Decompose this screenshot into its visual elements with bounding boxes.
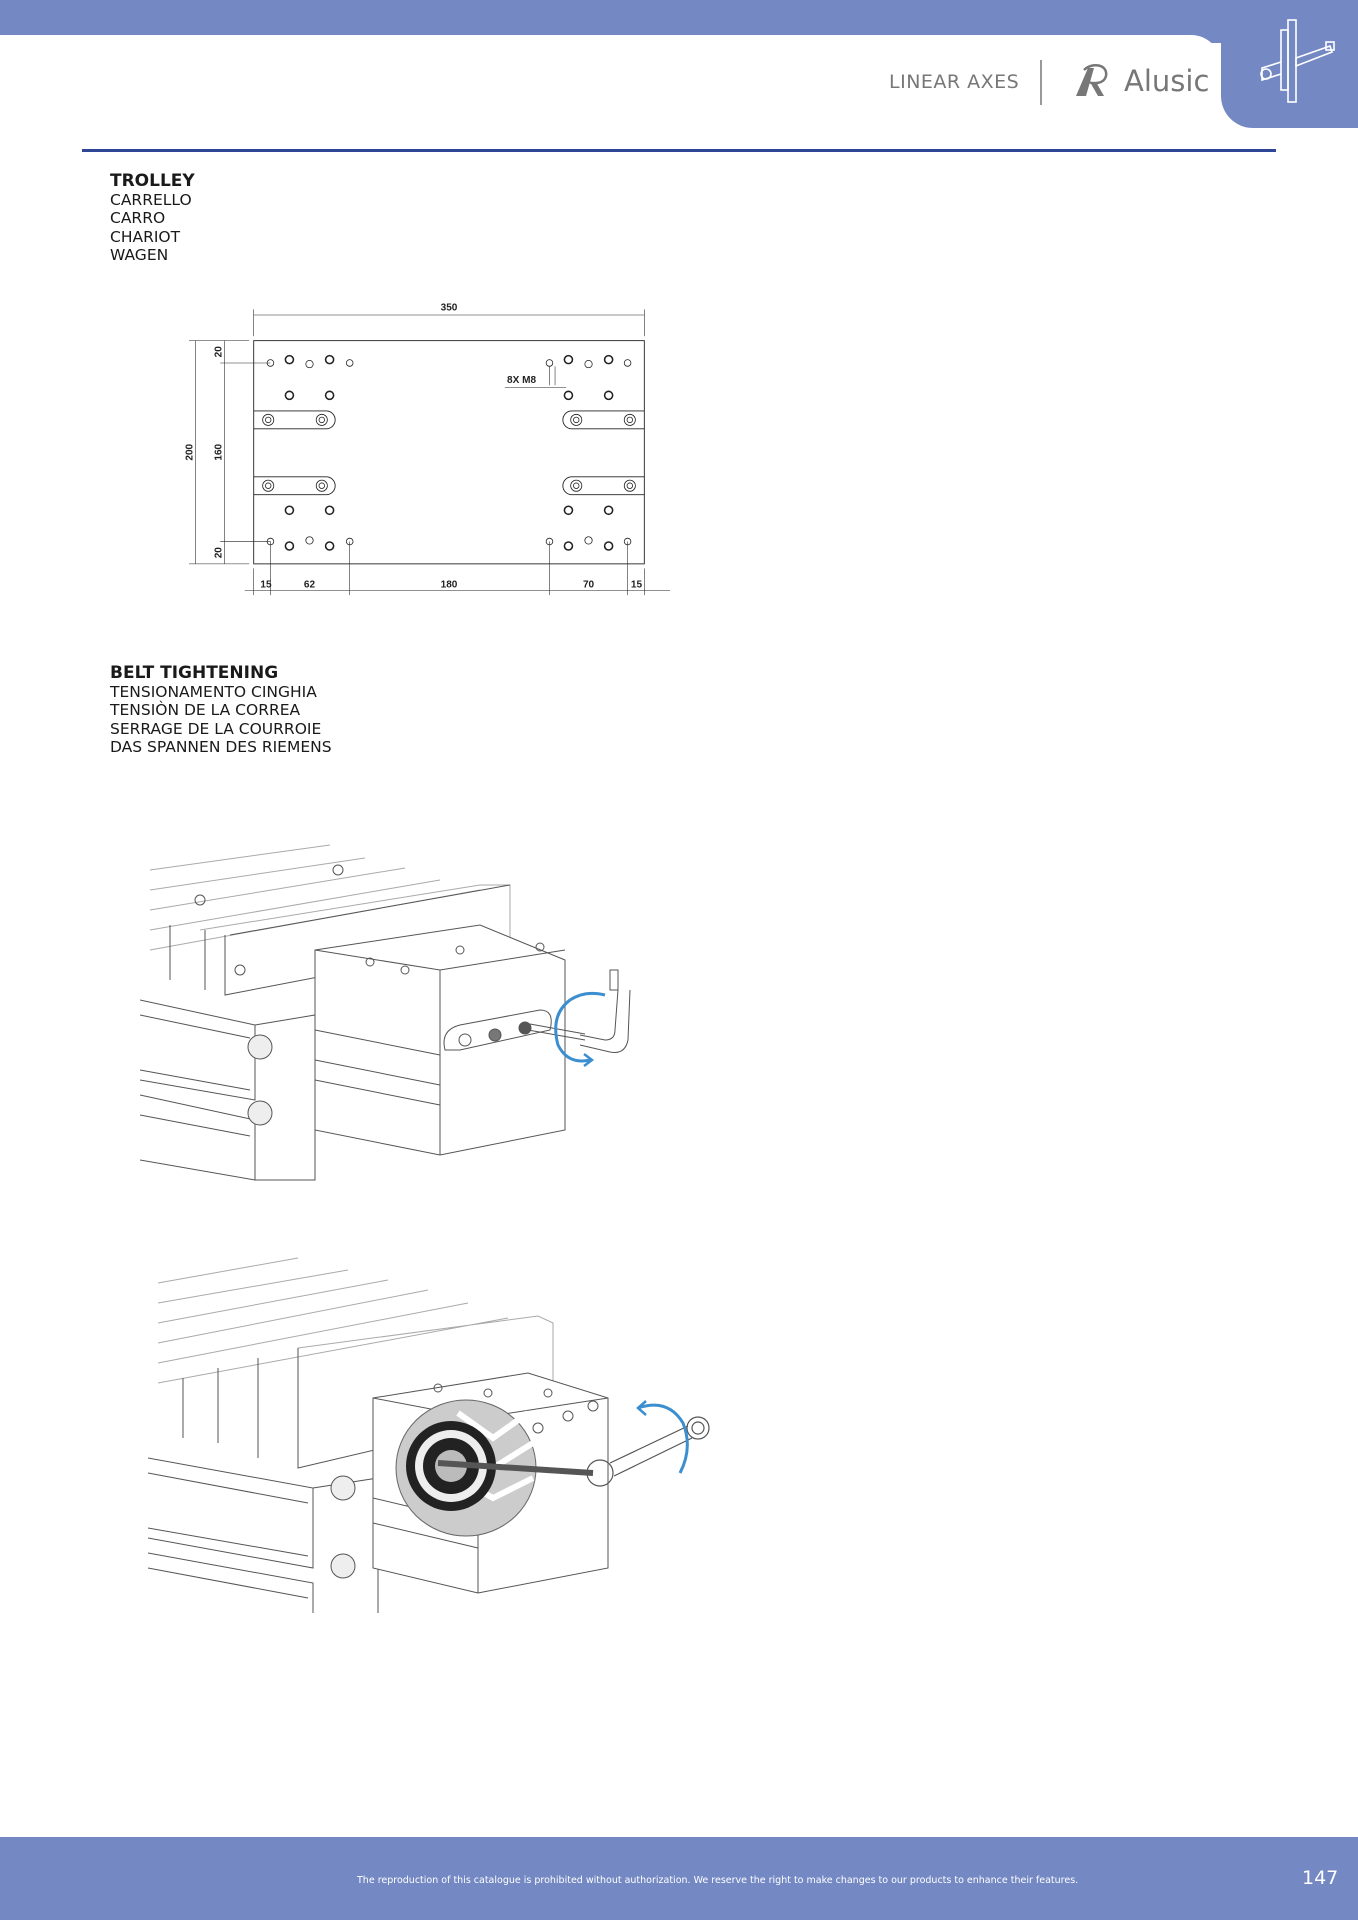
- rotation-arrow-icon: [554, 991, 606, 1067]
- belt-translation: TENSIONAMENTO CINGHIA: [110, 682, 317, 701]
- dim-inner-height: 160: [213, 443, 224, 460]
- header-area: [0, 35, 1221, 135]
- copyright-notice: The reproduction of this catalogue is pr…: [357, 1875, 1079, 1886]
- rotation-arrow-icon: [636, 1400, 689, 1474]
- header-divider: [1040, 60, 1042, 105]
- trolley-title: TROLLEY: [110, 171, 195, 191]
- belt-translation: SERRAGE DE LA COURROIE: [110, 719, 322, 738]
- dim-bottom: 180: [441, 579, 458, 590]
- trolley-translation: CHARIOT: [110, 227, 181, 246]
- header-rule: [82, 149, 1276, 152]
- dim-bottom: 70: [583, 579, 595, 590]
- dim-edge-bottom: 20: [213, 547, 224, 559]
- footer: The reproduction of this catalogue is pr…: [0, 1837, 1358, 1920]
- trolley-drawing: 350 200 160 20 20 15 62 180 70 15 8X M8: [184, 303, 670, 596]
- trolley-translation: WAGEN: [110, 246, 169, 264]
- pulley-cutaway: [395, 1399, 594, 1537]
- page-number: 147: [1302, 1867, 1339, 1889]
- belt-translation: DAS SPANNEN DES RIEMENS: [110, 738, 332, 756]
- belt-tightening-wrench-illustration: [148, 1257, 710, 1613]
- section-title: LINEAR AXES: [889, 71, 1020, 93]
- belt-translation: TENSIÒN DE LA CORREA: [110, 701, 301, 719]
- belt-tightening-hex-key-illustration: [140, 844, 631, 1181]
- dim-edge-top: 20: [213, 346, 224, 358]
- dim-bottom: 15: [631, 579, 643, 590]
- linear-axis-icon: [1260, 19, 1335, 103]
- trolley-translation: CARRO: [110, 209, 166, 227]
- hole-callout: 8X M8: [507, 375, 536, 386]
- dim-height: 200: [184, 443, 195, 460]
- brand-name: Alusic: [1124, 64, 1210, 98]
- belt-title: BELT TIGHTENING: [110, 663, 279, 683]
- trolley-translation: CARRELLO: [110, 190, 192, 209]
- wrench-icon: [586, 1416, 710, 1487]
- header-corner-panel: [1221, 0, 1358, 128]
- belt-heading: BELT TIGHTENING TENSIONAMENTO CINGHIA TE…: [110, 664, 332, 757]
- trolley-heading: TROLLEY CARRELLO CARRO CHARIOT WAGEN: [110, 172, 195, 265]
- dim-bottom: 62: [304, 579, 316, 590]
- trolley-plate-outline: [253, 340, 645, 565]
- dim-bottom: 15: [260, 579, 272, 590]
- alusic-logo-icon: [1076, 63, 1108, 96]
- dim-width: 350: [441, 303, 458, 314]
